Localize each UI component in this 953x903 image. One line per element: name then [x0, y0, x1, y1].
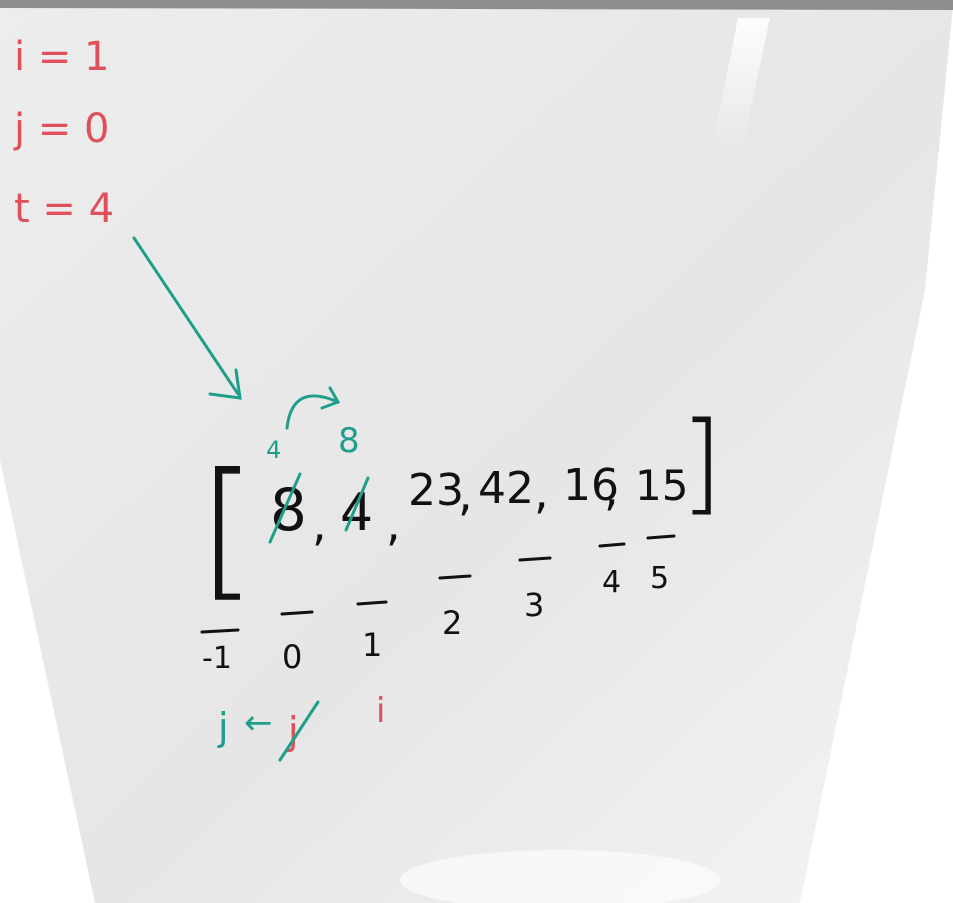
variable-j: j = 0 — [13, 106, 110, 152]
old-j-strike — [278, 700, 320, 762]
array-element: 4 — [340, 483, 373, 543]
pointer-old-j: j — [287, 709, 299, 753]
array-element: 42 — [478, 463, 534, 514]
teal-pointer-arrow — [132, 236, 242, 400]
correction-above-first: 4 — [266, 436, 281, 464]
swap-arc-arrow — [285, 386, 341, 430]
array-element: 15 — [635, 461, 688, 510]
index-label: -1 — [202, 641, 232, 676]
top-edge — [0, 0, 953, 10]
pointer-arrow: ← — [244, 703, 273, 743]
comma: , — [534, 465, 549, 519]
comma: , — [386, 497, 401, 551]
variable-i: i = 1 — [14, 34, 110, 80]
array-elements: 8 4 23 42 16 15 — [270, 460, 688, 544]
pointer-i: i — [376, 691, 385, 731]
array-element: 16 — [563, 460, 619, 511]
index-label: 0 — [282, 638, 302, 676]
array-element: 23 — [408, 465, 464, 516]
index-markers — [200, 534, 676, 634]
array-commas: , , , , , — [312, 462, 619, 551]
index-numbers: -1 0 1 2 3 4 5 — [202, 561, 669, 676]
index-label: 5 — [650, 561, 669, 596]
whiteboard-surface — [0, 4, 953, 903]
index-label: 1 — [362, 626, 382, 664]
light-glare — [712, 18, 770, 150]
comma: , — [604, 462, 619, 516]
array-element: 8 — [270, 476, 307, 544]
comma: , — [458, 467, 473, 521]
bottom-glare — [400, 850, 720, 903]
index-label: 3 — [524, 586, 544, 624]
variable-t: t = 4 — [14, 186, 114, 232]
index-label: 2 — [442, 604, 462, 642]
correction-above-second: 8 — [338, 421, 360, 461]
comma: , — [312, 497, 327, 551]
index-label: 4 — [602, 565, 621, 600]
pointer-j: j — [217, 705, 229, 749]
strikethrough-marks — [268, 472, 370, 544]
open-bracket: [ — [198, 442, 257, 616]
close-bracket: ] — [680, 398, 723, 526]
